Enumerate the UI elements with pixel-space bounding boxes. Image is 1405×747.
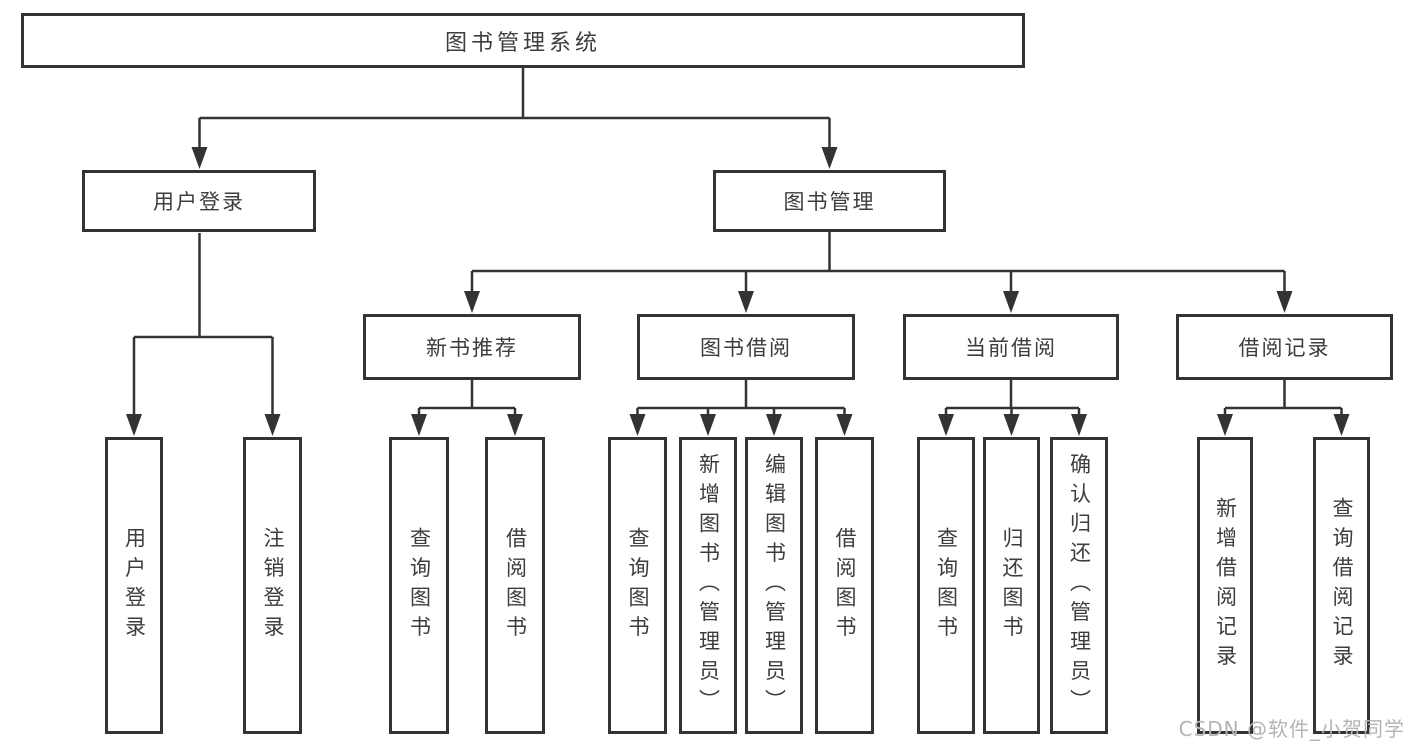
node-label: 图书管理系统 — [444, 30, 601, 56]
node-new-book-recommendation: 新书推荐 — [363, 314, 581, 380]
connector-borrowing-records — [1217, 380, 1350, 436]
leaf-query-books-recommend: 查询图书 — [389, 437, 449, 734]
connector-root-to-level2 — [191, 68, 838, 169]
node-book-borrowing: 图书借阅 — [637, 314, 855, 380]
node-library-management-system: 图书管理系统 — [21, 13, 1025, 68]
node-label: 借阅记录 — [1238, 336, 1331, 360]
node-book-management-branch: 图书管理 — [713, 170, 946, 232]
node-label: 新书推荐 — [426, 336, 518, 360]
leaf-label: 查询图书 — [934, 526, 959, 645]
leaf-return-books: 归还图书 — [983, 437, 1040, 734]
node-current-borrowing: 当前借阅 — [903, 314, 1119, 380]
node-label: 当前借阅 — [965, 336, 1057, 360]
watermark-text: CSDN @软件_小贺同学 — [1178, 717, 1405, 741]
leaf-user-login: 用户登录 — [105, 437, 163, 734]
leaf-borrow-books-borrowing: 借阅图书 — [815, 437, 874, 734]
leaf-label: 归还图书 — [1000, 526, 1024, 645]
node-label: 用户登录 — [153, 190, 245, 214]
leaf-label: 查询图书 — [626, 526, 650, 645]
leaf-label: 查询借阅记录 — [1330, 497, 1354, 674]
leaf-query-books-current: 查询图书 — [917, 437, 975, 734]
node-borrowing-records: 借阅记录 — [1176, 314, 1393, 380]
leaf-label: 查询图书 — [407, 526, 432, 645]
leaf-add-books-admin: 新增图书（管理员） — [679, 437, 737, 734]
leaf-query-books-borrowing: 查询图书 — [608, 437, 667, 734]
leaf-label: 借阅图书 — [503, 526, 528, 645]
node-label: 图书管理 — [783, 190, 876, 214]
leaf-label: 确认归还（管理员） — [1067, 452, 1092, 719]
connector-book-borrowing — [629, 380, 853, 436]
leaf-query-borrow-record: 查询借阅记录 — [1313, 437, 1370, 734]
leaf-confirm-return-admin: 确认归还（管理员） — [1050, 437, 1108, 734]
connector-new-book-recommendation — [411, 380, 523, 436]
connector-book-management-to-level3 — [464, 232, 1293, 313]
leaf-label: 新增借阅记录 — [1213, 497, 1238, 674]
leaf-label: 借阅图书 — [833, 526, 857, 645]
connector-current-borrowing — [938, 380, 1087, 436]
connector-user-login-branch — [126, 233, 281, 436]
leaf-label: 用户登录 — [122, 526, 147, 645]
leaf-logout: 注销登录 — [243, 437, 302, 734]
leaf-label: 新增图书（管理员） — [696, 452, 721, 719]
leaf-borrow-books-recommend: 借阅图书 — [485, 437, 545, 734]
leaf-label: 注销登录 — [261, 526, 285, 645]
leaf-label: 编辑图书（管理员） — [762, 452, 787, 719]
node-user-login-branch: 用户登录 — [82, 170, 316, 232]
leaf-add-borrow-record: 新增借阅记录 — [1197, 437, 1253, 734]
node-label: 图书借阅 — [700, 336, 792, 360]
leaf-edit-books-admin: 编辑图书（管理员） — [745, 437, 803, 734]
